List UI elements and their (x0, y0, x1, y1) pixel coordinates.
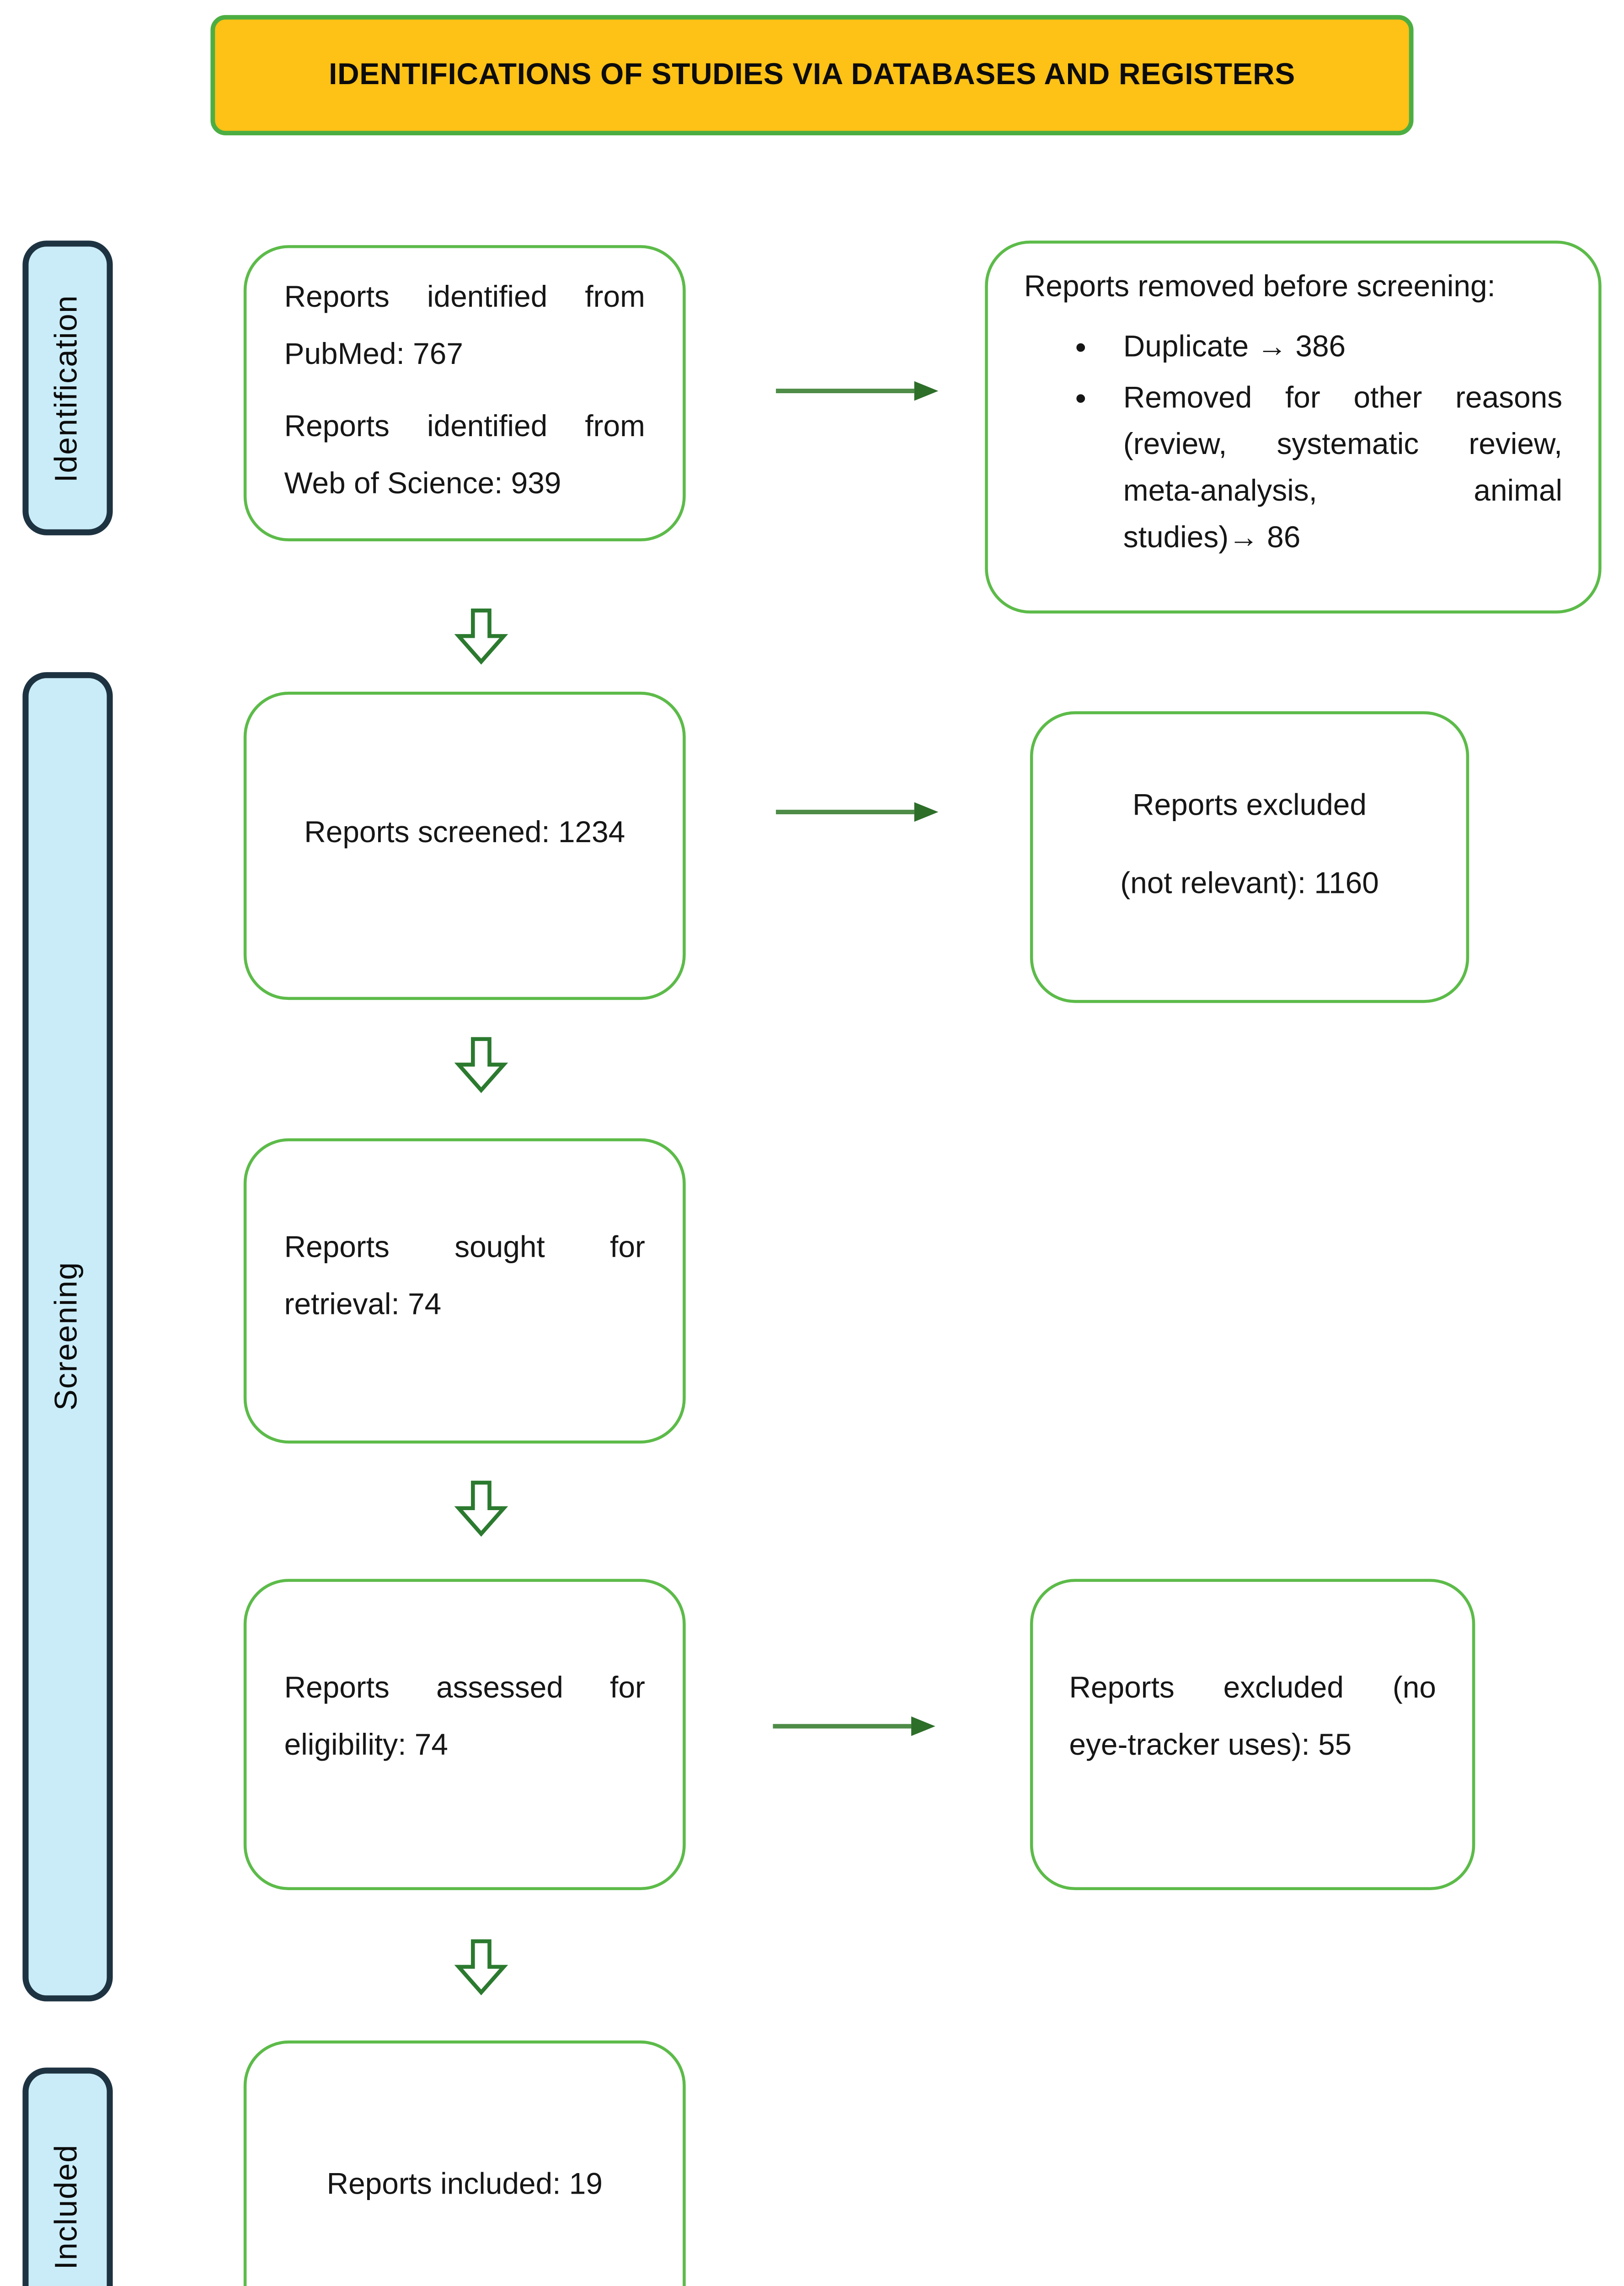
page-title: IDENTIFICATIONS OF STUDIES VIA DATABASES… (329, 58, 1295, 91)
down-arrow-icon (454, 1479, 508, 1537)
flow-box-screened: Reports screened: 1234 (243, 691, 686, 1000)
stage-label-included-text: Included (49, 2144, 85, 2270)
right-arrow-icon (773, 798, 941, 825)
flow-box-removed-before-screening: Reports removed before screening: • Dupl… (985, 240, 1602, 614)
down-arrow-icon (454, 1036, 508, 1093)
bullet-icon: • (1075, 331, 1086, 366)
excluded-not-relevant-lines: Reports excluded (not relevant): 1160 (1120, 781, 1379, 909)
stage-label-included: Included (22, 2067, 113, 2286)
stage-label-screening: Screening (22, 672, 113, 2002)
header-banner: IDENTIFICATIONS OF STUDIES VIA DATABASES… (210, 15, 1414, 136)
removed-other-line3: meta-analysis,animal (1123, 475, 1563, 508)
removed-heading: Reports removed before screening: (1024, 271, 1496, 304)
flow-box-included: Reports included: 19 (243, 2040, 686, 2286)
stage-label-identification-text: Identification (49, 294, 85, 482)
excluded-eye-line2: eye-tracker uses): 55 (1069, 1729, 1352, 1763)
removed-bullet-duplicate-text: Duplicate → 386 (1123, 331, 1346, 364)
excluded-not-relevant-line2: (not relevant): 1160 (1120, 867, 1379, 900)
assessed-line2: eligibility: 74 (284, 1729, 448, 1763)
down-arrow-icon (454, 608, 508, 665)
included-text: Reports included: 19 (326, 2167, 603, 2201)
stage-label-identification: Identification (22, 240, 113, 535)
bullet-icon: • (1075, 382, 1086, 417)
identified-pubmed-line2: PubMed: 767 (284, 338, 463, 372)
flow-box-excluded-not-relevant: Reports excluded (not relevant): 1160 (1030, 711, 1469, 1003)
screened-text: Reports screened: 1234 (304, 816, 625, 849)
right-arrow-icon (773, 378, 941, 405)
down-arrow-icon (454, 1938, 508, 1996)
right-arrow-icon (770, 1713, 938, 1740)
identified-wos-line2: Web of Science: 939 (284, 467, 561, 501)
removed-other-line4: studies)→ 86 (1123, 522, 1301, 555)
removed-bullet-duplicate: • Duplicate → 386 (1075, 325, 1563, 371)
excluded-not-relevant-line1: Reports excluded (1133, 789, 1367, 822)
stage-label-screening-text: Screening (49, 1262, 85, 1411)
sought-line2: retrieval: 74 (284, 1288, 442, 1322)
